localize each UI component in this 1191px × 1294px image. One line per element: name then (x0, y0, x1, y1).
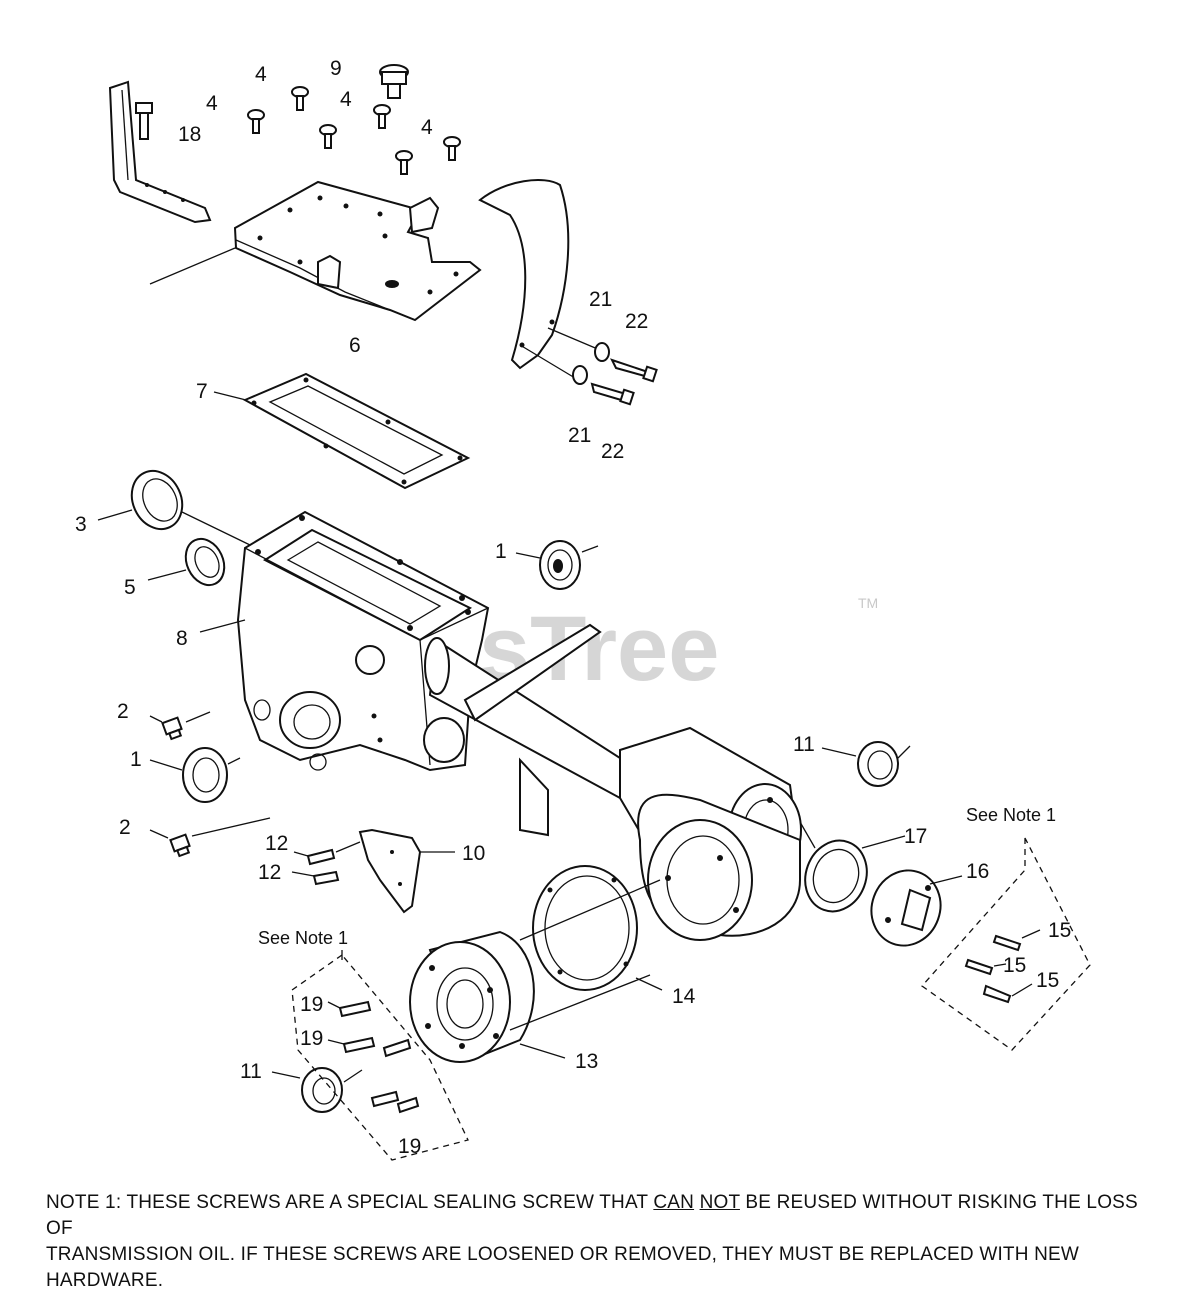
part-5-seal (184, 537, 226, 587)
callout-5: 5 (124, 576, 136, 599)
callout-1: 1 (495, 540, 507, 563)
part-11-seal-right (857, 741, 899, 787)
callout-18: 18 (178, 123, 201, 146)
part-12-screws (306, 848, 340, 886)
leader-2 (149, 711, 271, 839)
callout-22: 22 (601, 440, 624, 463)
leader-8 (199, 619, 246, 633)
part-2-plugs (161, 716, 191, 858)
see-note-label-left: See Note 1 (258, 928, 348, 948)
part-6-cover-plate (233, 180, 482, 322)
note-group-left (291, 954, 469, 1161)
part-1-bearing-lower (182, 747, 228, 803)
footnote-not: NOT (699, 1192, 740, 1213)
leader-12 (291, 841, 361, 877)
leader-3 (97, 509, 251, 546)
callout-13: 13 (575, 1050, 598, 1073)
callout-19: 19 (398, 1135, 421, 1158)
see-note-label-right: See Note 1 (966, 805, 1056, 825)
callout-4: 4 (206, 92, 218, 115)
callout-22: 22 (625, 310, 648, 333)
callout-19: 19 (300, 993, 323, 1016)
part-18-bracket (108, 80, 212, 224)
leader-13 (509, 879, 661, 1059)
part-17-gasket (804, 839, 868, 913)
callout-14: 14 (672, 985, 696, 1008)
footnote: NOTE 1: THESE SCREWS ARE A SPECIAL SEALI… (46, 1190, 1156, 1294)
footnote-suffix: BE REUSED WITHOUT RISKING THE LOSS OF (46, 1192, 1138, 1239)
leader-14 (635, 977, 663, 991)
callout-1: 1 (130, 748, 142, 771)
callout-3: 3 (75, 513, 87, 536)
leader-15 (993, 929, 1041, 997)
callout-12: 12 (265, 832, 288, 855)
part-14-gasket (532, 865, 638, 991)
callout-21: 21 (589, 288, 612, 311)
footnote-line-1: NOTE 1: THESE SCREWS ARE A SPECIAL SEALI… (46, 1190, 1156, 1242)
part-16-cover (870, 869, 942, 947)
leader-1-lower (149, 757, 241, 771)
leader-19 (327, 1001, 345, 1045)
callout-15: 15 (1048, 919, 1071, 942)
gear-housing (619, 726, 802, 941)
part-9-breather (379, 64, 409, 99)
callout-6: 6 (349, 334, 361, 357)
callout-9: 9 (330, 57, 342, 80)
callout-4: 4 (340, 88, 352, 111)
footnote-prefix: NOTE 1: THESE SCREWS ARE A SPECIAL SEALI… (46, 1192, 654, 1213)
callout-7: 7 (196, 380, 208, 403)
leader-16 (929, 875, 963, 885)
callout-4: 4 (255, 63, 267, 86)
leader-1-top (515, 545, 599, 559)
part-1-bearing-top (539, 540, 581, 590)
callout-2: 2 (117, 700, 129, 723)
callout-15: 15 (1003, 954, 1026, 977)
leader-11-right (821, 745, 911, 759)
callout-11: 11 (240, 1060, 262, 1083)
callout-8: 8 (176, 627, 188, 650)
part-21-22-hardware (572, 342, 658, 406)
part-3-seal (130, 469, 184, 531)
part-10-bracket (358, 828, 455, 914)
leader-21-22 (519, 327, 601, 379)
part-18-bolt (135, 102, 153, 140)
callout-17: 17 (904, 825, 927, 848)
leader-6 (149, 247, 236, 285)
footnote-line-2: TRANSMISSION OIL. IF THESE SCREWS ARE LO… (46, 1244, 1080, 1291)
part-15-screws (964, 934, 1022, 1004)
part-8-transmission-housing (236, 510, 490, 772)
leader-11-left (271, 1069, 363, 1083)
part-11-seal-left (301, 1067, 343, 1113)
callout-4: 4 (421, 116, 433, 139)
shift-plate (478, 179, 570, 370)
part-19-screws (338, 1000, 420, 1114)
callout-15: 15 (1036, 969, 1059, 992)
callout-10: 10 (462, 842, 485, 865)
callout-12: 12 (258, 861, 281, 884)
watermark-trademark: TM (858, 595, 878, 611)
part-13-cover (409, 930, 535, 1063)
part-7-gasket (242, 372, 471, 490)
note-group-right (921, 837, 1091, 1051)
callout-21: 21 (568, 424, 591, 447)
callout-2: 2 (119, 816, 131, 839)
footnote-can: CAN (653, 1192, 695, 1213)
callout-19: 19 (300, 1027, 323, 1050)
leader-7 (213, 391, 247, 401)
leader-5 (147, 569, 187, 581)
leader-17 (799, 821, 906, 849)
part-4-bolts (247, 86, 461, 175)
callout-16: 16 (966, 860, 989, 883)
callout-11: 11 (793, 733, 815, 756)
